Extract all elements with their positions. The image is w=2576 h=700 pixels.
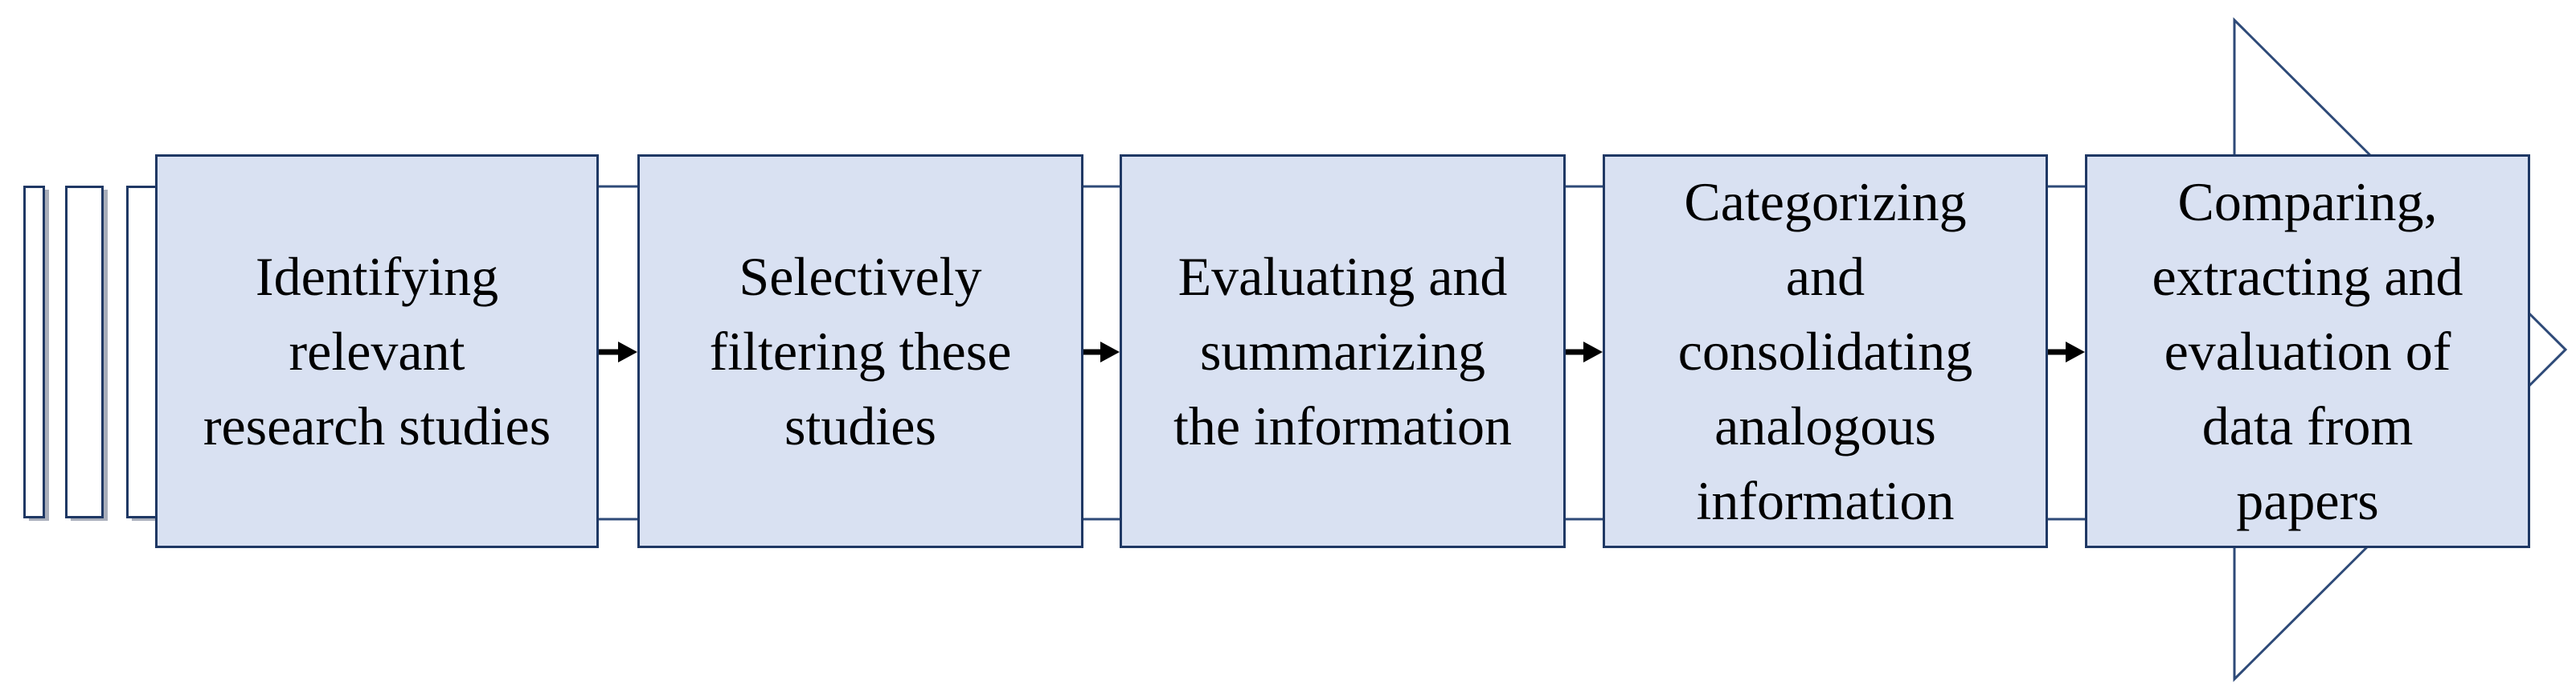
step-box-categorizing: Categorizing and consolidating analogous… bbox=[1603, 154, 2048, 548]
connector-arrow-icon bbox=[599, 342, 637, 362]
connector-arrow-icon bbox=[2048, 342, 2085, 362]
step-box-comparing: Comparing, extracting and evaluation of … bbox=[2085, 154, 2530, 548]
step-box-identifying: Identifying relevant research studies bbox=[155, 154, 599, 548]
step-label: Identifying relevant research studies bbox=[203, 245, 551, 456]
connector-arrow-icon bbox=[1566, 342, 1603, 362]
step-box-evaluating: Evaluating and summarizing the informati… bbox=[1120, 154, 1566, 548]
step-box-filtering: Selectively filtering these studies bbox=[637, 154, 1083, 548]
step-label: Comparing, extracting and evaluation of … bbox=[2152, 170, 2463, 531]
stack-bar-icon bbox=[65, 186, 104, 518]
step-label: Selectively filtering these studies bbox=[709, 245, 1012, 456]
step-label: Evaluating and summarizing the informati… bbox=[1173, 245, 1513, 456]
step-label: Categorizing and consolidating analogous… bbox=[1677, 170, 1973, 531]
connector-arrow-icon bbox=[1083, 342, 1120, 362]
stack-bar-icon bbox=[23, 186, 45, 518]
